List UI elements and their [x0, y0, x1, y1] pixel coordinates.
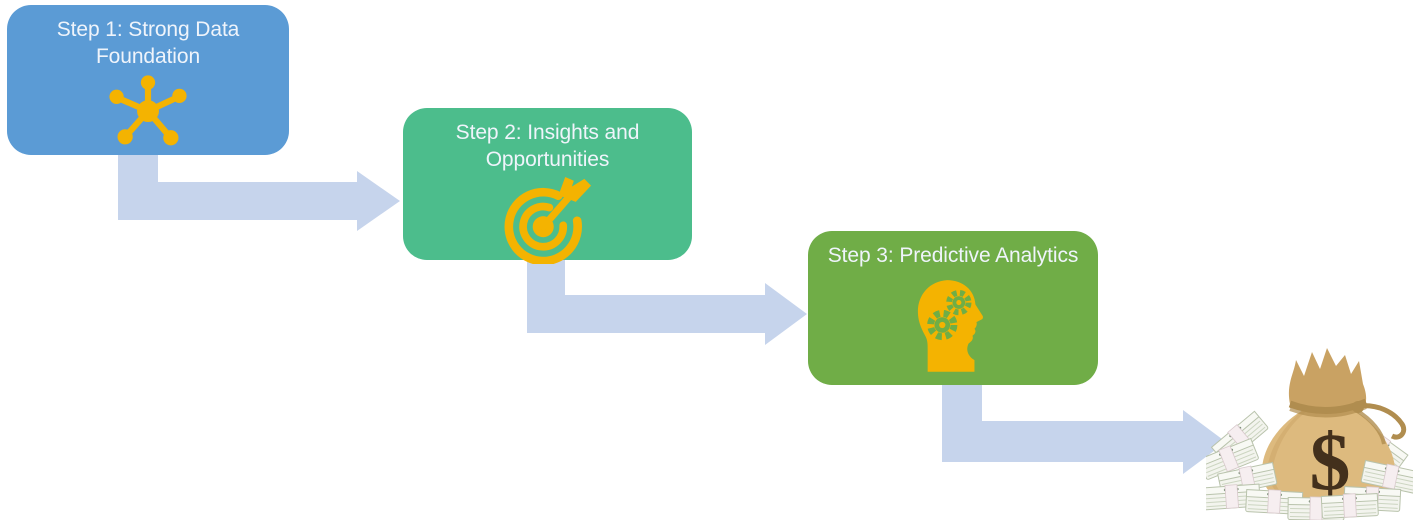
head-with-gears-icon [914, 278, 992, 372]
step-1-label: Step 1: Strong Data Foundation [56, 18, 240, 68]
arrow-step1-to-step2 [118, 152, 400, 231]
gear-large [927, 309, 958, 340]
rope-knot [1352, 401, 1364, 413]
step-card-3: Step 3: Predictive Analytics [808, 231, 1098, 385]
bag-body-shade [1267, 410, 1306, 505]
gear-small [946, 289, 972, 316]
network-nodes-icon [102, 73, 194, 153]
step-card-2: Step 2: Insights and Opportunities [403, 108, 692, 264]
head-silhouette [917, 280, 983, 372]
step-2-label: Step 2: Insights and Opportunities [455, 121, 640, 171]
target-arrow-icon [498, 176, 598, 264]
bag-body [1262, 410, 1395, 510]
bag-top-folds [1288, 348, 1367, 408]
arrow-fletching [558, 176, 591, 202]
step-card-1: Step 1: Strong Data Foundation [7, 5, 289, 155]
money-bag-graphic: $ [1197, 342, 1413, 520]
arrow-step3-to-money [942, 384, 1226, 474]
dollar-sign: $ [1310, 416, 1351, 507]
step-3-label: Step 3: Predictive Analytics [827, 244, 1079, 267]
hub-node [137, 99, 159, 122]
arrow-step2-to-step3 [527, 258, 807, 345]
